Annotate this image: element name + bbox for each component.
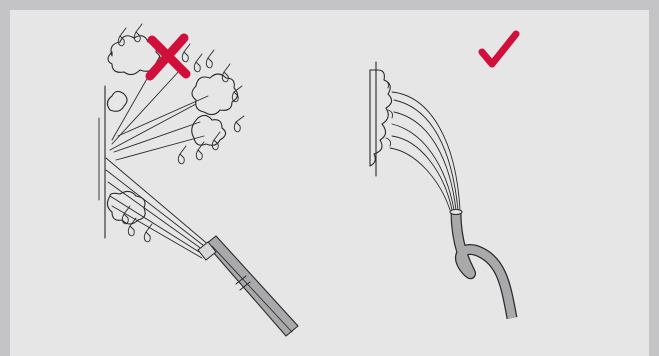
pressure-washer-lance [198,236,298,336]
wall-left [99,86,105,238]
correct-spray-scene [370,34,516,318]
gentle-water-stream [390,92,460,210]
garden-hose [450,210,512,319]
high-pressure-jet [106,56,210,258]
cross-mark-icon [150,38,186,76]
check-mark-icon [482,34,516,64]
incorrect-spray-scene [99,24,298,336]
wet-wall-patch [370,70,393,166]
